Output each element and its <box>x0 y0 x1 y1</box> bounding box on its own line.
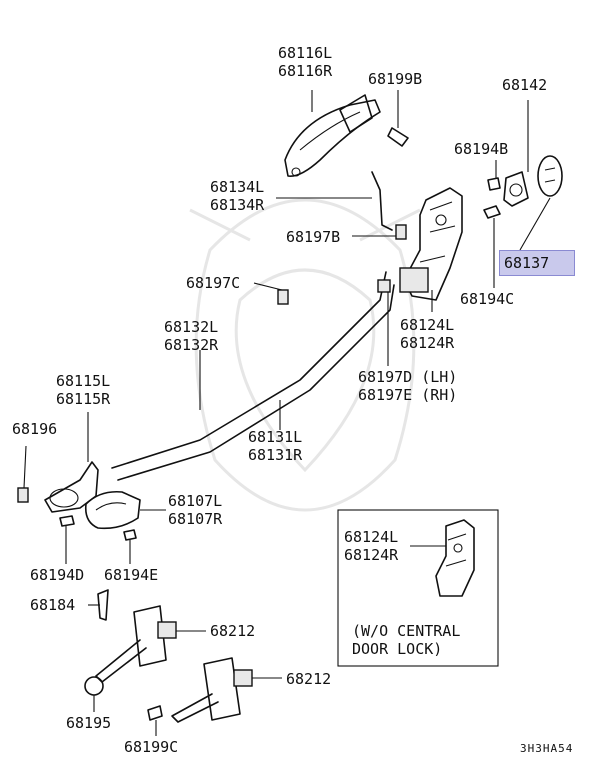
label-68132[interactable]: 68132L 68132R <box>164 318 219 354</box>
rod-68134-part <box>371 171 393 231</box>
inside-handle-part <box>84 490 141 530</box>
label-68131[interactable]: 68131L 68131R <box>248 428 303 464</box>
label-68184[interactable]: 68184 <box>30 596 76 614</box>
bolt-68199c-part <box>147 705 163 721</box>
diagram-code: 3H3HA54 <box>520 742 574 755</box>
label-68197c[interactable]: 68197C <box>186 274 241 292</box>
clip-68196-part <box>17 487 29 503</box>
inside-handle-bracket-part <box>44 461 99 513</box>
striker-part <box>503 155 563 207</box>
label-68199b[interactable]: 68199B <box>368 70 423 88</box>
label-68196[interactable]: 68196 <box>12 420 58 438</box>
label-68212-lower[interactable]: 68212 <box>286 670 332 688</box>
label-68124[interactable]: 68124L 68124R <box>400 316 455 352</box>
label-68107[interactable]: 68107L 68107R <box>168 492 223 528</box>
screw-68194c-part <box>483 205 501 219</box>
label-68137[interactable]: 68137 <box>504 254 550 272</box>
label-68194d[interactable]: 68194D <box>30 566 85 584</box>
label-68134[interactable]: 68134L 68134R <box>210 178 265 214</box>
outside-handle-part <box>284 94 381 177</box>
clip-68197d-part <box>377 279 391 293</box>
pin-68184-part <box>97 589 109 621</box>
door-lock-part <box>399 187 463 301</box>
label-68212-upper[interactable]: 68212 <box>210 622 256 640</box>
screw-68194d-part <box>59 515 75 527</box>
door-check-lower-part <box>171 657 253 723</box>
watermark-emblem <box>189 198 421 512</box>
screw-68199b <box>387 90 409 147</box>
inset-door-lock-part <box>435 519 475 597</box>
label-68142[interactable]: 68142 <box>502 76 548 94</box>
label-68197b[interactable]: 68197B <box>286 228 341 246</box>
inset-box <box>337 509 499 667</box>
screw-68194b-part <box>487 177 501 191</box>
label-68194e[interactable]: 68194E <box>104 566 159 584</box>
label-68194b[interactable]: 68194B <box>454 140 509 158</box>
label-68197de[interactable]: 68197D (LH) 68197E (RH) <box>358 368 458 404</box>
bumper-68195-part <box>84 676 104 696</box>
rod-68131-part <box>117 284 395 481</box>
label-68195[interactable]: 68195 <box>66 714 112 732</box>
inset-note: (W/O CENTRAL DOOR LOCK) <box>352 622 461 658</box>
door-check-upper-part <box>95 605 177 683</box>
label-68115[interactable]: 68115L 68115R <box>56 372 111 408</box>
clip-68197c-part <box>277 289 289 305</box>
label-68116[interactable]: 68116L 68116R <box>278 44 333 80</box>
screw-68194e-part <box>123 529 137 541</box>
clip-68197b-part <box>395 224 407 240</box>
inset-label-68124[interactable]: 68124L 68124R <box>344 528 399 564</box>
label-68199c[interactable]: 68199C <box>124 738 179 756</box>
highlight-box <box>499 250 575 276</box>
label-68194c[interactable]: 68194C <box>460 290 515 308</box>
